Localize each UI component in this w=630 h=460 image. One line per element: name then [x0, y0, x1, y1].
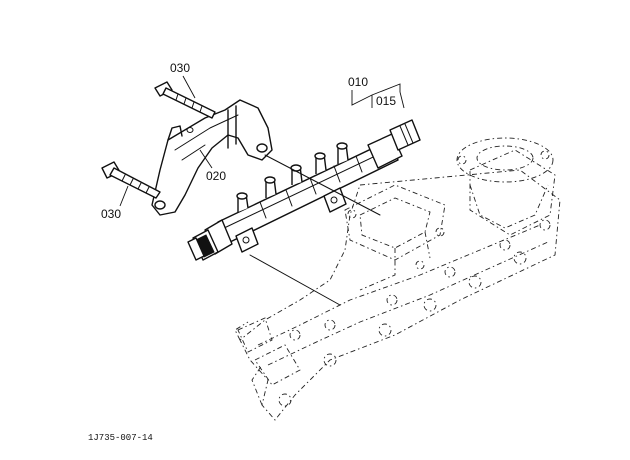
callout-030-lower: 030: [101, 207, 121, 221]
rail-bracket[interactable]: [151, 99, 273, 216]
drawing-code: 1J735-007-14: [88, 433, 153, 443]
callout-030-upper: 030: [170, 61, 190, 75]
callout-020: 020: [206, 169, 226, 183]
leader-lines: [119, 75, 405, 306]
callout-010: 010: [348, 75, 368, 89]
flange-bolt-lower[interactable]: [101, 161, 161, 199]
intake-manifold-phantom: [234, 137, 561, 421]
callout-015: 015: [376, 94, 396, 108]
flange-bolt-upper[interactable]: [154, 81, 216, 119]
rail-outlet-nozzles: [236, 142, 349, 212]
common-rail[interactable]: [187, 119, 421, 261]
